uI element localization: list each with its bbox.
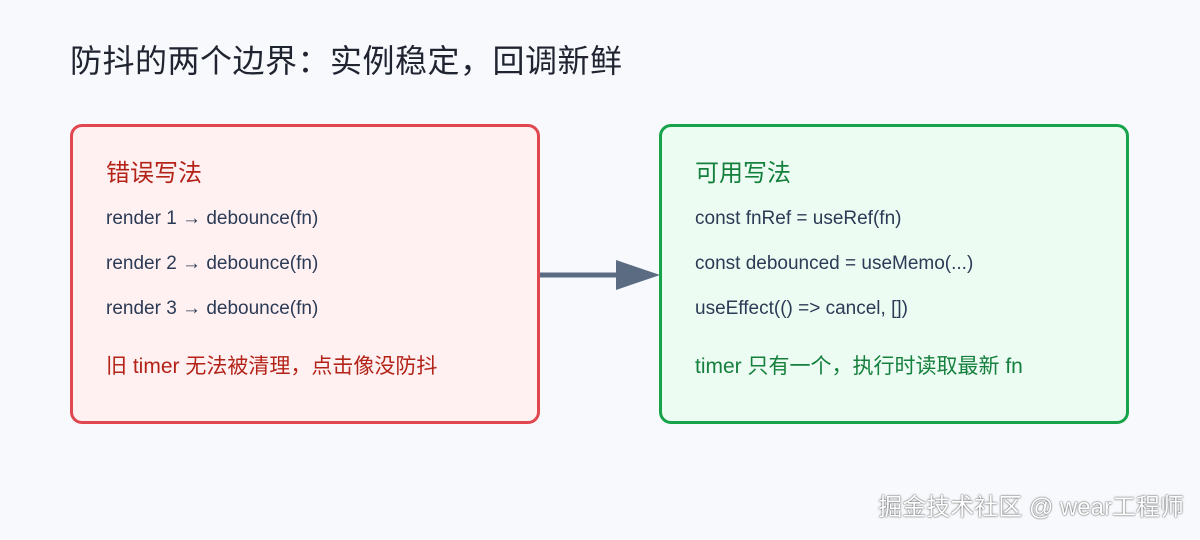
correct-approach-note: timer 只有一个，执行时读取最新 fn — [695, 355, 1023, 378]
wrong-approach-heading: 错误写法 — [106, 160, 202, 187]
wrong-approach-note: 旧 timer 无法被清理，点击像没防抖 — [106, 355, 438, 378]
correct-approach-card: 可用写法 const fnRef = useRef(fn) const debo… — [659, 124, 1129, 424]
wrong-approach-line-2: render 2 → debounce(fn) — [106, 253, 319, 274]
wrong-approach-line-3: render 3 → debounce(fn) — [106, 298, 319, 319]
correct-approach-line-1: const fnRef = useRef(fn) — [695, 208, 902, 229]
wrong-approach-card: 错误写法 render 1 → debounce(fn) render 2 → … — [70, 124, 540, 424]
correct-approach-line-3: useEffect(() => cancel, []) — [695, 298, 908, 319]
arrow-head — [616, 260, 660, 290]
correct-approach-line-2: const debounced = useMemo(...) — [695, 253, 974, 274]
wrong-approach-line-1: render 1 → debounce(fn) — [106, 208, 319, 229]
watermark: 掘金技术社区 @ wear工程师 — [878, 494, 1184, 521]
diagram-title: 防抖的两个边界：实例稳定，回调新鲜 — [70, 43, 623, 79]
correct-approach-heading: 可用写法 — [695, 160, 791, 187]
arrow-right-icon — [540, 260, 660, 290]
